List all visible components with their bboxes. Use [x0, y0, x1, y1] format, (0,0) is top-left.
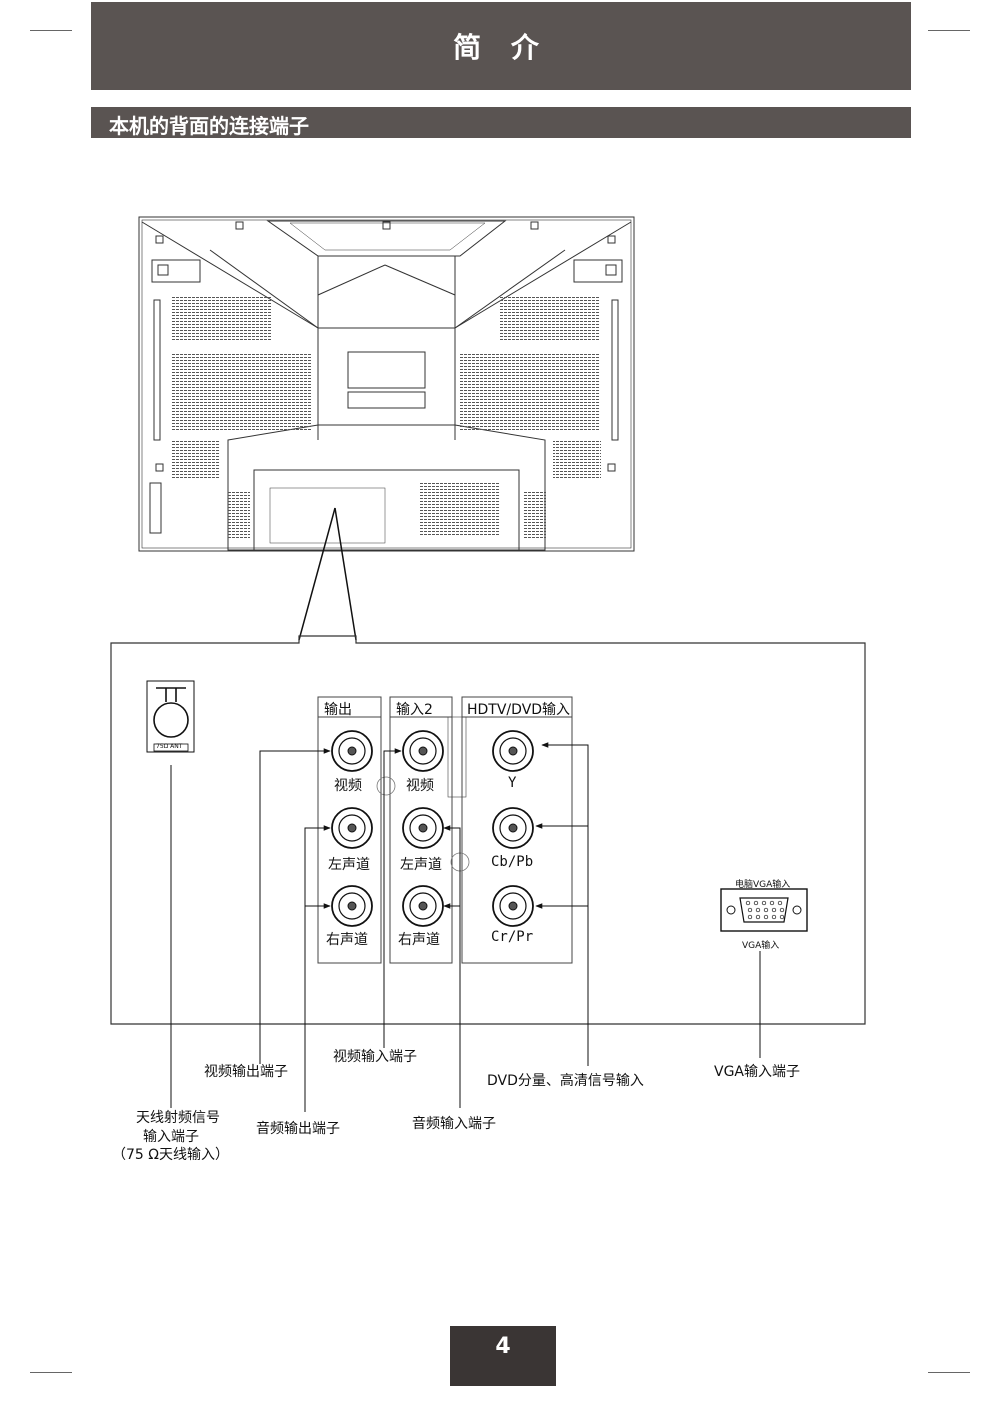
- antenna-jack: [146, 680, 195, 753]
- page-title: 简 介: [453, 31, 549, 64]
- callout-audio-in: 音频输入端子: [412, 1116, 496, 1132]
- jack-label-out-video: 视频: [334, 778, 362, 794]
- jack-label-in2-right: 右声道: [398, 932, 440, 948]
- jack-out-right: [331, 885, 373, 927]
- group-input2-label: 输入2: [396, 702, 433, 718]
- callout-vga-in: VGA输入端子: [714, 1064, 801, 1080]
- callout-lines: [170, 742, 761, 1112]
- jack-out-video: [331, 730, 373, 772]
- callout-video-out: 视频输出端子: [204, 1064, 288, 1080]
- rca-jacks: [331, 730, 534, 927]
- tv-rear-illustration: [138, 216, 635, 552]
- jack-cb: [492, 807, 534, 849]
- enlarged-panel: [110, 635, 866, 1025]
- jack-in2-right: [402, 885, 444, 927]
- jack-label-cb: Cb/Pb: [491, 854, 534, 870]
- vga-connector: [720, 888, 808, 932]
- jack-label-out-left: 左声道: [328, 857, 370, 873]
- callout-antenna-line2: 输入端子: [143, 1129, 199, 1145]
- section-header: 本机的背面的连接端子: [91, 107, 911, 138]
- page-number: 4: [450, 1326, 556, 1386]
- jack-label-cr: Cr/Pr: [491, 929, 534, 945]
- tv-vents: [172, 296, 601, 540]
- group-output-label: 输出: [324, 702, 352, 718]
- vga-bottom-label: VGA输入: [742, 941, 780, 951]
- jack-label-in2-left: 左声道: [400, 857, 442, 873]
- antenna-tag: 75Ω ANT: [156, 743, 183, 750]
- jack-label-in2-video: 视频: [406, 778, 434, 794]
- jack-out-left: [331, 807, 373, 849]
- jack-in2-video: [402, 730, 444, 772]
- crop-mark: [30, 30, 72, 31]
- jack-label-out-right: 右声道: [326, 932, 368, 948]
- jack-y: [492, 730, 534, 772]
- jack-cr: [492, 885, 534, 927]
- crop-mark: [928, 30, 970, 31]
- jack-label-y: Y: [508, 775, 517, 791]
- crop-mark: [928, 1372, 970, 1373]
- callout-dvd-component: DVD分量、高清信号输入: [487, 1073, 644, 1089]
- crop-mark: [30, 1372, 72, 1373]
- vga-top-label: 电脑VGA输入: [735, 880, 791, 890]
- callout-antenna-line1: 天线射频信号: [136, 1110, 220, 1126]
- page-header: 简 介: [91, 2, 911, 90]
- jack-in2-left: [402, 807, 444, 849]
- callout-audio-out: 音频输出端子: [256, 1121, 340, 1137]
- section-title: 本机的背面的连接端子: [109, 114, 309, 138]
- jack-groups: [317, 696, 573, 964]
- callout-antenna-line3: （75 Ω天线输入）: [112, 1147, 229, 1163]
- group-hdtv-label: HDTV/DVD输入: [467, 702, 571, 718]
- callout-video-in: 视频输入端子: [333, 1049, 417, 1065]
- zoom-lines: [298, 507, 357, 641]
